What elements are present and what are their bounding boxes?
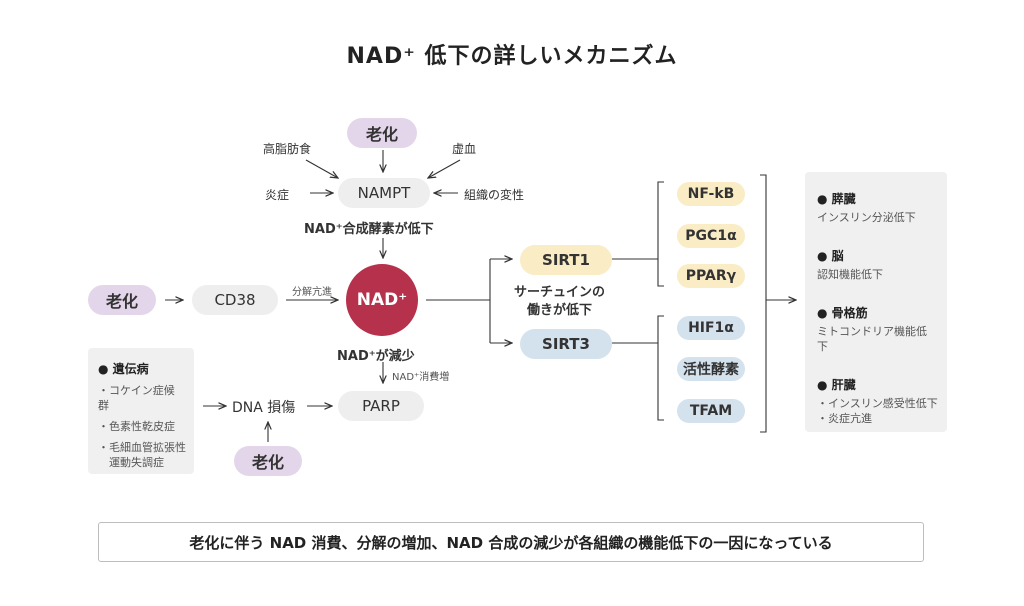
nad-circle: NAD⁺ bbox=[346, 264, 418, 336]
inflammation-label: 炎症 bbox=[265, 188, 290, 202]
aging-pill-bottom: 老化 bbox=[234, 446, 302, 476]
arrow-ischemia-nampt bbox=[428, 159, 461, 178]
sirt1-node: SIRT1 bbox=[520, 245, 612, 275]
bracket-sirt1-targets bbox=[657, 181, 664, 287]
nampt-node: NAMPT bbox=[338, 178, 430, 208]
nad-synthesis-down-label: NAD⁺合成酵素が低下 bbox=[304, 222, 434, 237]
parp-node: PARP bbox=[338, 391, 424, 421]
sirt3-node: SIRT3 bbox=[520, 329, 612, 359]
organ-description: ミトコンドリア機能低下 bbox=[817, 325, 927, 353]
target-pgc1a: PGC1α bbox=[677, 224, 745, 248]
high-fat-diet-label: 高脂肪食 bbox=[263, 142, 312, 156]
page-title: NAD⁺ 低下の詳しいメカニズム bbox=[346, 44, 678, 69]
organ-effects-panel: ● 膵臓 インスリン分泌低下 ● 脳 認知機能低下 ● 骨格筋 ミトコンドリア機… bbox=[805, 172, 947, 432]
hereditary-item: ・コケイン症候群 bbox=[98, 384, 175, 412]
organ-heading: ● 膵臓 bbox=[817, 192, 856, 206]
organ-description: 認知機能低下 bbox=[817, 268, 883, 281]
bracket-sirt3-targets bbox=[657, 315, 664, 421]
target-pparg: PPARγ bbox=[677, 264, 745, 288]
organ-liver: ● 肝臓 ・インスリン感受性低下 ・炎症亢進 bbox=[817, 376, 938, 426]
organ-brain: ● 脳 認知機能低下 bbox=[817, 247, 935, 282]
organ-description: インスリン分泌低下 bbox=[817, 211, 916, 224]
summary-box: 老化に伴う NAD 消費、分解の増加、NAD 合成の減少が各組織の機能低下の一因… bbox=[98, 522, 924, 562]
arrow-highfat-nampt bbox=[305, 159, 338, 178]
organ-skeletal-muscle: ● 骨格筋 ミトコンドリア機能低下 bbox=[817, 304, 935, 354]
cd38-node: CD38 bbox=[192, 285, 278, 315]
organ-heading: ● 脳 bbox=[817, 249, 844, 263]
target-nfkb: NF-kB bbox=[677, 182, 745, 206]
target-tfam: TFAM bbox=[677, 399, 745, 423]
target-active-enzyme: 活性酵素 bbox=[677, 357, 745, 381]
aging-pill-top: 老化 bbox=[347, 118, 417, 148]
organ-pancreas: ● 膵臓 インスリン分泌低下 bbox=[817, 190, 935, 225]
sirtuin-down-label: サーチュインの 働きが低下 bbox=[514, 285, 606, 318]
tissue-change-label: 組織の変性 bbox=[464, 188, 525, 202]
organ-heading: ● 骨格筋 bbox=[817, 306, 868, 320]
target-hif1a: HIF1α bbox=[677, 316, 745, 340]
bracket-targets bbox=[760, 174, 767, 433]
dna-damage-label: DNA 損傷 bbox=[232, 400, 296, 416]
ischemia-label: 虚血 bbox=[452, 142, 477, 156]
hereditary-heading: ● 遺伝病 bbox=[98, 362, 149, 376]
organ-description: ・インスリン感受性低下 ・炎症亢進 bbox=[817, 397, 938, 425]
hereditary-disease-panel: ● 遺伝病 ・コケイン症候群 ・色素性乾皮症 ・毛細血管拡張性 運動失調症 bbox=[88, 348, 194, 474]
aging-pill-left: 老化 bbox=[88, 285, 156, 315]
nad-decrease-label: NAD⁺が減少 bbox=[337, 349, 415, 364]
hereditary-item: ・毛細血管拡張性 運動失調症 bbox=[98, 441, 186, 469]
degradation-up-label: 分解亢進 bbox=[292, 287, 332, 298]
organ-heading: ● 肝臓 bbox=[817, 378, 856, 392]
hereditary-item: ・色素性乾皮症 bbox=[98, 420, 175, 433]
nad-consumption-label: NAD⁺消費増 bbox=[392, 372, 450, 383]
